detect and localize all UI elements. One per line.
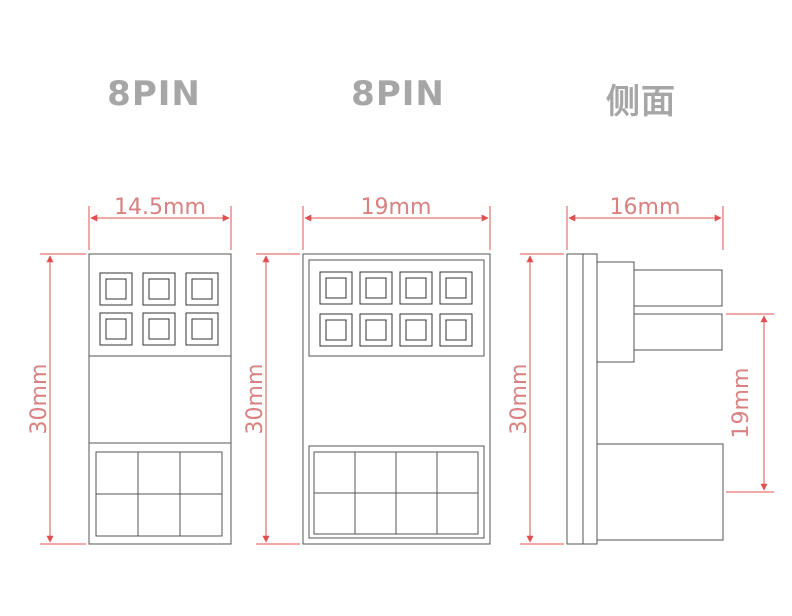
middle-top-panel (308, 259, 485, 357)
middle-bottom-panel (308, 445, 485, 539)
left-top-panel (88, 253, 232, 357)
middle-width-dimension (302, 206, 491, 250)
side-width-label: 16mm (610, 195, 681, 220)
left-height-dimension (40, 253, 86, 545)
side-pin-lower (633, 313, 723, 351)
side-height-dimension (520, 253, 564, 545)
middle-body (302, 253, 491, 545)
side-top-block (596, 261, 635, 363)
side-height-label: 30mm (507, 364, 532, 435)
left-width-label: 14.5mm (114, 195, 206, 220)
middle-width-label: 19mm (361, 195, 432, 220)
left-bottom-panel (88, 442, 232, 545)
title-left-connector: 8PIN (107, 74, 201, 114)
side-plate-outer (566, 253, 584, 545)
side-plate-inner (582, 253, 598, 545)
title-middle-connector: 8PIN (351, 74, 445, 114)
middle-height-dimension (256, 253, 300, 545)
middle-connector (302, 253, 491, 545)
side-pin-upper (633, 269, 723, 307)
side-partial-height-label: 19mm (729, 368, 754, 439)
left-height-label: 30mm (27, 364, 52, 435)
side-width-dimension (566, 206, 724, 250)
side-partial-height-dimension (726, 313, 774, 493)
title-side-view: 侧面 (606, 82, 676, 122)
side-view (566, 253, 724, 545)
side-bottom-block (596, 443, 724, 541)
middle-height-label: 30mm (243, 364, 268, 435)
left-connector (88, 253, 232, 545)
left-pin-grid (99, 272, 219, 346)
left-width-dimension (88, 206, 232, 250)
middle-pin-grid (319, 271, 473, 347)
left-body (88, 253, 232, 545)
